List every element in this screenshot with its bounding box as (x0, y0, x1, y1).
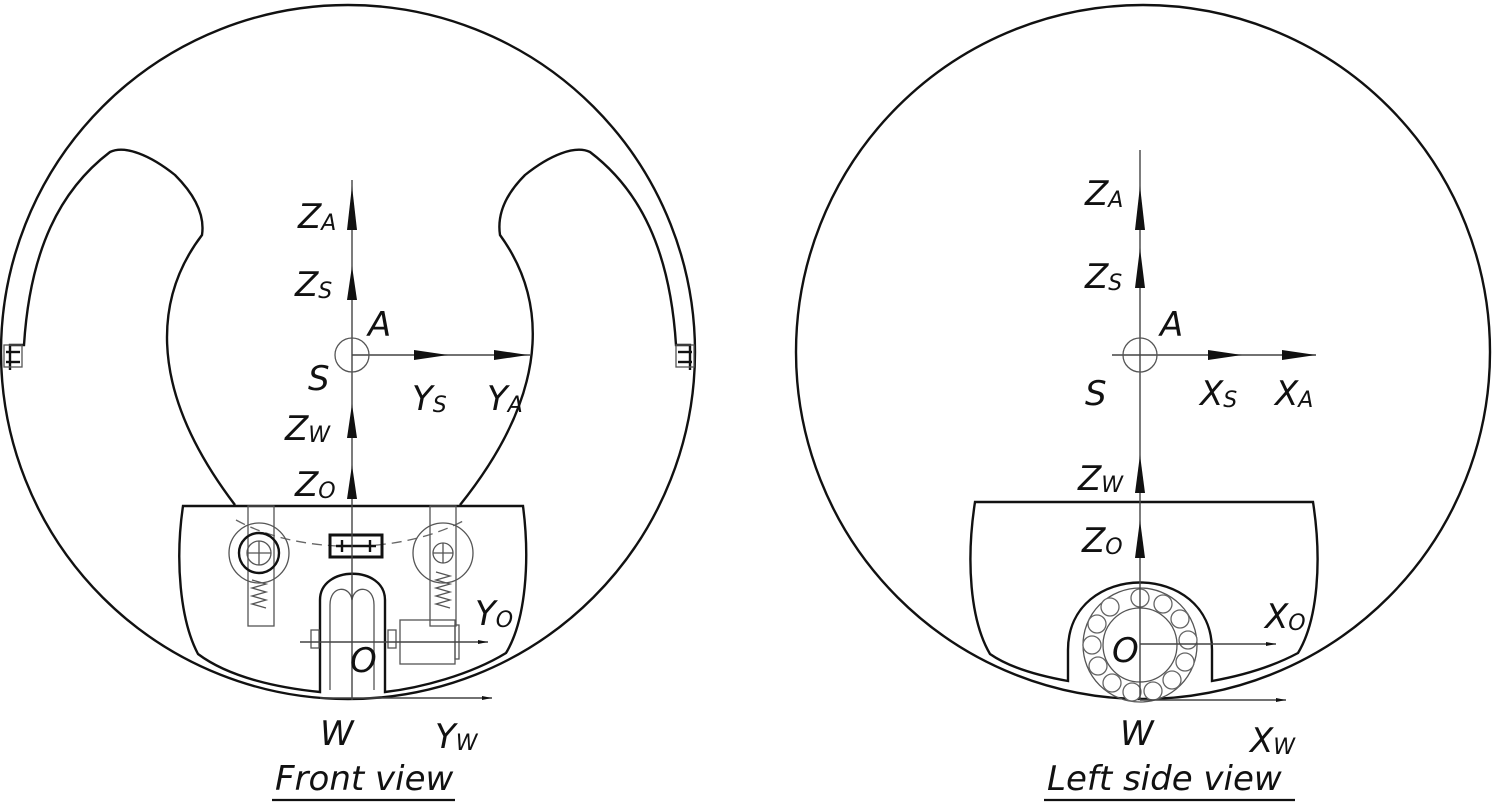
side-label-xa: XA (1273, 374, 1313, 414)
right-roller-assembly (412, 505, 474, 627)
left-hinge-icon (3, 344, 23, 368)
side-view-caption: Left side view (1047, 759, 1282, 799)
side-label-xs: XS (1198, 374, 1237, 414)
side-label-o: O (1112, 631, 1139, 671)
front-label-w: W (320, 714, 355, 754)
front-origin-circle (334, 337, 370, 373)
right-hinge-icon (675, 344, 695, 368)
front-view-caption: Front view (275, 759, 454, 799)
side-view: ZA ZS A S XS XA ZW ZO XO O W XW Left sid… (794, 3, 1492, 802)
side-label-s: S (1085, 374, 1107, 414)
front-label-yo: YO (475, 594, 513, 634)
front-label-yw: YW (435, 717, 479, 757)
front-label-s: S (308, 359, 330, 399)
front-lower-housing (178, 504, 528, 694)
side-label-zs: ZS (1084, 257, 1122, 297)
side-origin-circle (1122, 337, 1158, 373)
front-label-za: ZA (297, 197, 336, 237)
front-view: ZA ZS A S YS YA ZW ZO YO O W YW Front vi… (0, 3, 697, 802)
side-label-xw: XW (1248, 721, 1296, 761)
front-outer-shell (0, 3, 697, 701)
front-bearing-block-icon (328, 533, 384, 559)
front-label-o: O (350, 641, 377, 681)
front-label-ya: YA (487, 379, 523, 419)
side-label-xo: XO (1263, 597, 1306, 637)
side-lower-housing (969, 500, 1319, 683)
side-label-a: A (1158, 305, 1183, 345)
side-outer-shell (794, 3, 1492, 701)
front-label-zw: ZW (284, 409, 331, 449)
side-label-zw: ZW (1077, 459, 1124, 499)
side-label-za: ZA (1084, 174, 1123, 214)
front-inner-cavity (8, 148, 692, 506)
side-label-w: W (1120, 714, 1155, 754)
front-label-a: A (366, 305, 391, 345)
front-label-ys: YS (412, 379, 447, 419)
left-roller-assembly (228, 505, 290, 627)
side-label-zo: ZO (1081, 521, 1123, 561)
front-label-zo: ZO (294, 465, 336, 505)
front-label-zs: ZS (294, 265, 332, 305)
